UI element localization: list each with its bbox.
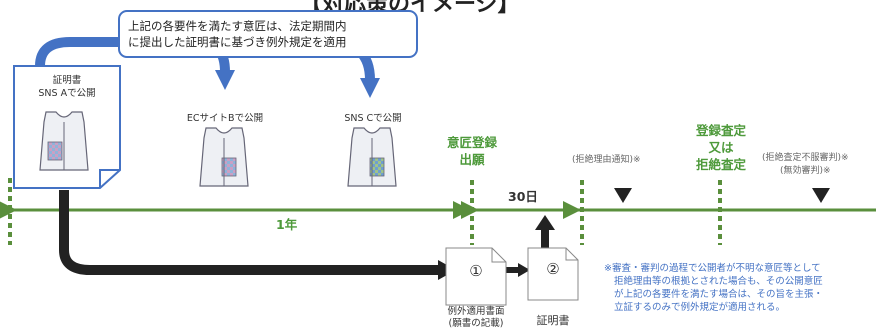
footnote: ※審査・審判の過程で公開者が不明な意匠等として 拒絶理由等の根拠とされた場合も、… <box>604 262 876 314</box>
callout-line-1: 上記の各要件を満たす意匠は、法定期間内 <box>128 19 347 33</box>
doc2-shape <box>527 247 579 301</box>
footnote-line-4: 立証するのみで例外規定が適用される。 <box>614 302 786 313</box>
callout-box: 上記の各要件を満たす意匠は、法定期間内 に提出した証明書に基づき例外規定を適用 <box>118 10 418 58</box>
refusal-notice-label: (拒絶理由通知)※ <box>572 155 641 165</box>
vest-sns-c <box>347 127 397 187</box>
doc1-mark: ① <box>469 262 483 280</box>
refusal-notice-marker <box>614 188 632 203</box>
sns-a-label-1: 証明書 <box>52 75 82 86</box>
vest-ec-b <box>199 127 249 187</box>
appeal-label: (拒絶査定不服審判)※ (無効審判)※ <box>762 152 849 178</box>
decision-label-3: 拒絶査定 <box>695 157 746 172</box>
decision-label-1: 登録査定 <box>695 123 746 138</box>
appeal-marker <box>812 188 830 203</box>
vest-sns-a <box>39 111 89 171</box>
decision-label: 登録査定 又は 拒絶査定 <box>676 122 766 173</box>
filing-label: 意匠登録 出願 <box>432 134 512 168</box>
period-30-days: 30日 <box>508 189 538 204</box>
footnote-line-1: ※審査・審判の過程で公開者が不明な意匠等として <box>604 263 821 274</box>
doc1-label: 例外適用書面 (願書の記載) <box>426 306 526 330</box>
ec-b-label: ECサイトBで公開 <box>186 113 264 124</box>
filing-label-1: 意匠登録 <box>446 135 497 150</box>
appeal-label-2: (無効審判)※ <box>780 166 831 176</box>
doc2-label: 証明書 <box>536 314 570 327</box>
footnote-line-2: 拒絶理由等の根拠とされた場合も、その公開意匠 <box>614 276 823 287</box>
doc1-label-1: 例外適用書面 <box>447 306 505 317</box>
footnote-line-3: が上記の各要件を満たす場合は、その旨を主張・ <box>614 289 824 300</box>
callout-line-2: に提出した証明書に基づき例外規定を適用 <box>128 35 347 49</box>
decision-label-2: 又は <box>708 140 734 155</box>
doc1-shape <box>445 247 507 306</box>
sns-a-label: 証明書 SNS Aで公開 <box>14 74 120 100</box>
appeal-label-1: (拒絶査定不服審判)※ <box>762 153 849 163</box>
black-arrow <box>59 190 440 275</box>
filing-label-2: 出願 <box>459 152 485 167</box>
sns-a-label-2: SNS Aで公開 <box>38 88 96 99</box>
doc2-mark: ② <box>546 260 560 278</box>
period-1-year: 1年 <box>276 217 298 232</box>
doc1-label-2: (願書の記載) <box>448 318 504 329</box>
sns-c-label: SNS Cで公開 <box>344 113 402 124</box>
